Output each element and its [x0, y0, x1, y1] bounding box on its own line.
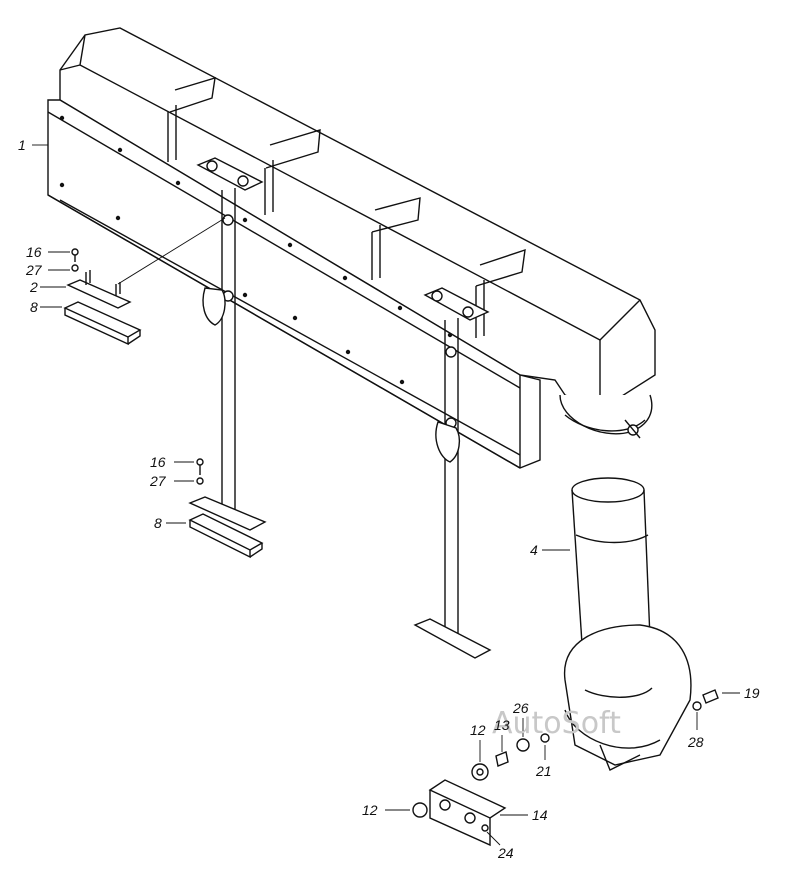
bracket-14-assembly: [412, 689, 719, 847]
fastener-16-27-lower: [196, 458, 204, 485]
callout-8-lower: 8: [154, 515, 162, 531]
watermark-text: AutoSoft: [492, 706, 621, 741]
callout-16: 16: [26, 244, 42, 260]
pad-8-upper: [63, 301, 142, 346]
callout-19: 19: [744, 685, 760, 701]
duct-4: [563, 477, 692, 771]
callout-27-lower: 27: [149, 473, 167, 489]
callout-27: 27: [25, 262, 43, 278]
callout-28: 28: [687, 734, 704, 750]
callout-16-lower: 16: [150, 454, 166, 470]
callout-13: 13: [494, 717, 510, 733]
left-stand: [188, 157, 267, 531]
pad-8-lower: [188, 513, 264, 559]
callout-2: 2: [29, 279, 38, 295]
right-stand: [413, 287, 492, 659]
callout-21: 21: [535, 763, 552, 779]
housing-assembly: [47, 27, 656, 469]
callout-12: 12: [470, 722, 486, 738]
leader-lines: [32, 144, 740, 846]
callout-1: 1: [18, 137, 26, 153]
callout-labels: 1 16 27 2 8 16 27 8 4 19 28 26 12 13 21 …: [18, 137, 760, 861]
callout-14: 14: [532, 807, 548, 823]
callout-8: 8: [30, 299, 38, 315]
callout-12-lower: 12: [362, 802, 378, 818]
callout-4: 4: [530, 542, 538, 558]
bracket-2-assembly: [66, 217, 226, 309]
callout-24: 24: [497, 845, 514, 861]
callout-26: 26: [512, 700, 529, 716]
